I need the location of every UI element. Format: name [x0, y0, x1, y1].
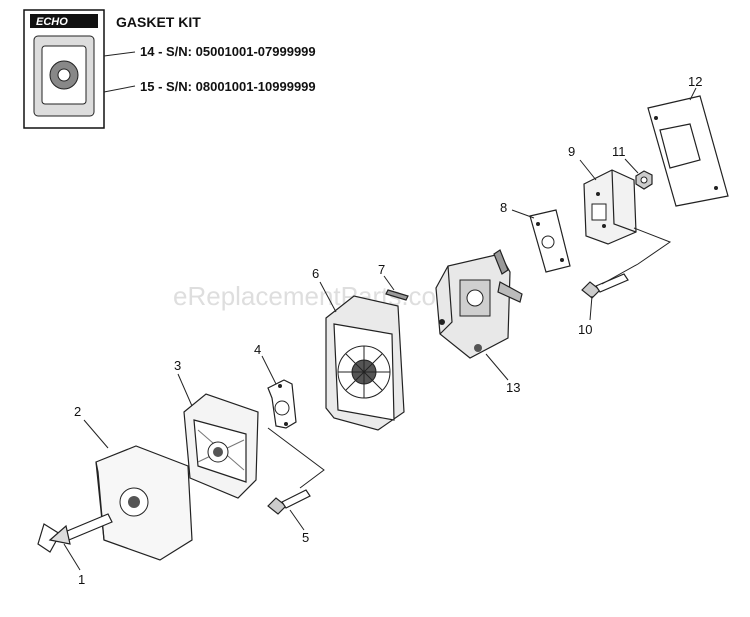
nut-icon[interactable]	[635, 170, 653, 190]
carburetor-gasket-icon[interactable]	[529, 209, 571, 273]
air-filter-element-icon[interactable]	[183, 393, 259, 499]
carburetor-icon[interactable]	[435, 249, 523, 359]
callout-12[interactable]: 12	[688, 74, 702, 89]
insulator-gasket-icon[interactable]	[647, 95, 729, 207]
leader-8	[511, 209, 535, 219]
callout-5[interactable]: 5	[302, 530, 309, 545]
gasket-kit-line-14: 14 - S/N: 05001001-07999999	[140, 44, 316, 59]
leader-3	[177, 373, 193, 407]
wing-bolt-icon[interactable]	[37, 513, 113, 553]
leader-1	[63, 543, 81, 571]
leader-11	[624, 158, 639, 174]
leader-7	[383, 275, 395, 291]
leader-13	[485, 353, 509, 381]
gasket-thumbnail-icon	[33, 35, 95, 117]
bolt-icon-5[interactable]	[267, 489, 311, 515]
pin-icon[interactable]	[385, 289, 409, 301]
callout-1[interactable]: 1	[78, 572, 85, 587]
air-filter-cover-icon[interactable]	[95, 445, 193, 561]
leader-10	[589, 295, 593, 321]
callouts: 1 2 3 4 5 6 7 8 9 10 11 12 13	[74, 74, 702, 587]
leader-5	[289, 509, 305, 531]
bolt-icon-10[interactable]	[581, 273, 629, 299]
leader-6	[319, 281, 337, 313]
callout-7[interactable]: 7	[378, 262, 385, 277]
gasket-small-icon[interactable]	[267, 379, 297, 429]
callout-6[interactable]: 6	[312, 266, 319, 281]
gasket-kit-title: GASKET KIT	[116, 14, 201, 30]
gasket-kit-line-15: 15 - S/N: 08001001-10999999	[140, 79, 316, 94]
callout-2[interactable]: 2	[74, 404, 81, 419]
callout-11[interactable]: 11	[612, 144, 626, 159]
callout-4[interactable]: 4	[254, 342, 261, 357]
callout-3[interactable]: 3	[174, 358, 181, 373]
leader-12	[689, 87, 697, 101]
gasket-kit-leader-15	[103, 85, 136, 93]
leader-4	[261, 355, 277, 385]
leader-5-guide	[267, 427, 325, 489]
leader-9	[579, 159, 597, 181]
brand-logo-text: ECHO	[36, 16, 68, 28]
air-cleaner-case-icon[interactable]	[325, 295, 405, 431]
gasket-kit-leader-14	[103, 51, 136, 57]
callout-8[interactable]: 8	[500, 200, 507, 215]
insulator-icon[interactable]	[583, 169, 637, 245]
gasket-kit-thumbnail[interactable]: ECHO	[23, 9, 105, 129]
leader-10-guide	[601, 227, 672, 285]
brand-logo	[30, 14, 98, 28]
callout-13[interactable]: 13	[506, 380, 520, 395]
leader-2	[83, 419, 109, 449]
watermark: eReplacementParts.com	[173, 281, 458, 311]
callout-9[interactable]: 9	[568, 144, 575, 159]
callout-10[interactable]: 10	[578, 322, 592, 337]
